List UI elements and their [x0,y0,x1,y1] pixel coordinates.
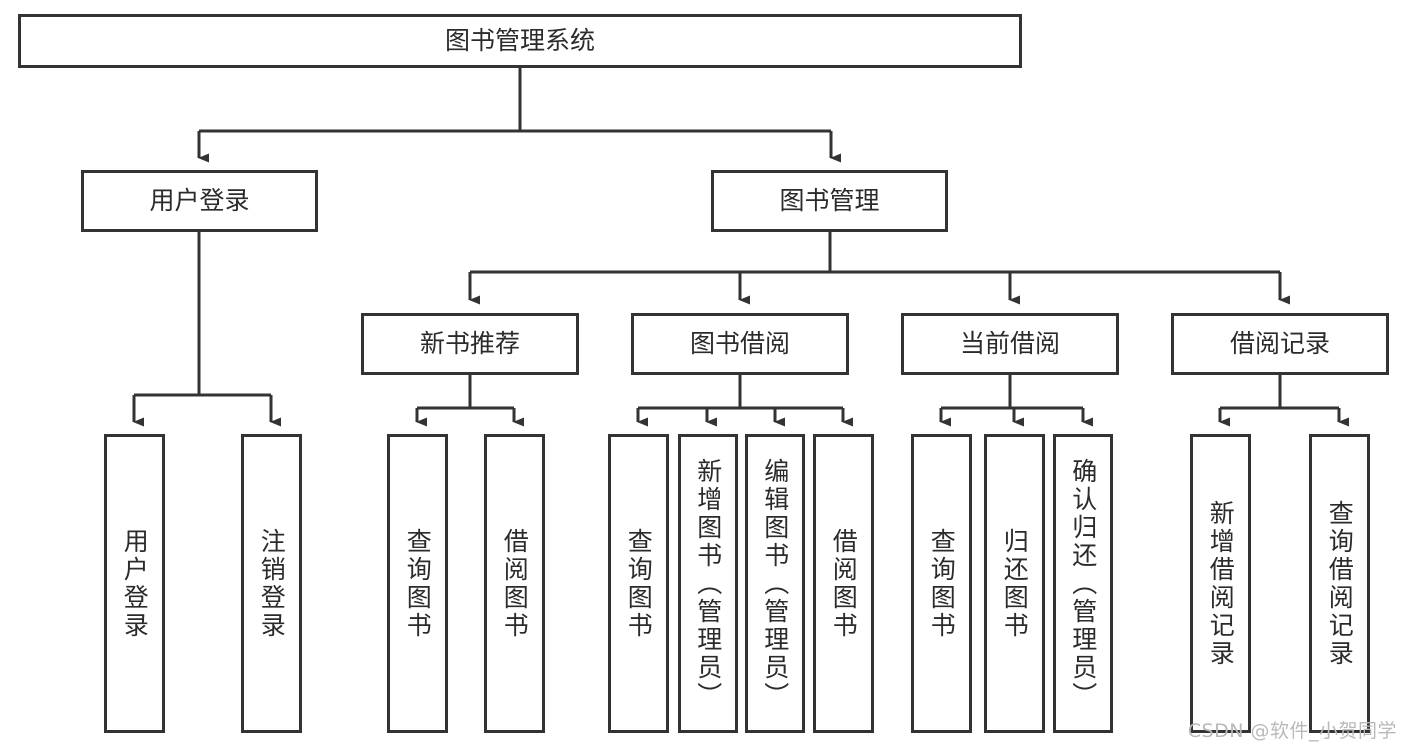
node-label: 当前借阅 [959,329,1060,359]
node-borrow-record[interactable]: 借阅记录 [1171,313,1389,375]
node-leaf-return-book[interactable]: 归还图书 [984,434,1045,733]
edge-group-user-login [132,232,281,427]
node-leaf-borrow-book-1[interactable]: 借阅图书 [484,434,545,733]
node-label: 新增借阅记录 [1206,499,1236,668]
edge-group-current-borrow [939,375,1093,427]
node-label: 查询图书 [927,527,957,640]
node-label: 图书借阅 [689,329,790,359]
node-label: 注销登录 [257,527,287,640]
node-new-book-recommend[interactable]: 新书推荐 [361,313,579,375]
node-leaf-edit-book-admin[interactable]: 编辑图书（管理员） [745,434,805,733]
node-label: 借阅图书 [500,527,530,640]
node-leaf-query-book-3[interactable]: 查询图书 [911,434,972,733]
node-leaf-borrow-book-2[interactable]: 借阅图书 [813,434,874,733]
node-label: 新书推荐 [419,329,520,359]
node-leaf-query-book-1[interactable]: 查询图书 [387,434,448,733]
node-label: 图书管理系统 [444,26,595,56]
edge-group-book-manage [468,232,1290,305]
edge-group-root [197,68,841,163]
node-label: 用户登录 [120,527,150,640]
node-label: 确认归还（管理员） [1068,457,1098,710]
node-label: 借阅记录 [1229,329,1330,359]
node-label: 归还图书 [1000,527,1030,640]
node-book-borrow[interactable]: 图书借阅 [631,313,849,375]
edge-group-book-borrow [636,375,853,427]
edge-group-new-book-rec [415,375,524,427]
node-label: 查询图书 [624,527,654,640]
node-current-borrow[interactable]: 当前借阅 [901,313,1119,375]
node-label: 新增图书（管理员） [693,457,723,710]
node-label: 查询图书 [403,527,433,640]
node-label: 借阅图书 [829,527,859,640]
node-leaf-logout[interactable]: 注销登录 [241,434,302,733]
node-label: 图书管理 [779,186,880,216]
node-leaf-add-borrow-record[interactable]: 新增借阅记录 [1190,434,1251,733]
node-leaf-query-borrow-record[interactable]: 查询借阅记录 [1309,434,1370,733]
node-leaf-confirm-return-admin[interactable]: 确认归还（管理员） [1053,434,1113,733]
node-root-system[interactable]: 图书管理系统 [18,14,1022,68]
node-label: 用户登录 [149,186,250,216]
node-leaf-add-book-admin[interactable]: 新增图书（管理员） [678,434,738,733]
node-user-login[interactable]: 用户登录 [81,170,318,232]
node-label: 查询借阅记录 [1325,499,1355,668]
node-leaf-user-login[interactable]: 用户登录 [104,434,165,733]
node-book-management[interactable]: 图书管理 [711,170,948,232]
csdn-watermark: CSDN @软件_小贺同学 [1187,720,1397,742]
edge-group-borrow-record [1218,375,1349,427]
node-leaf-query-book-2[interactable]: 查询图书 [608,434,669,733]
node-label: 编辑图书（管理员） [760,457,790,710]
